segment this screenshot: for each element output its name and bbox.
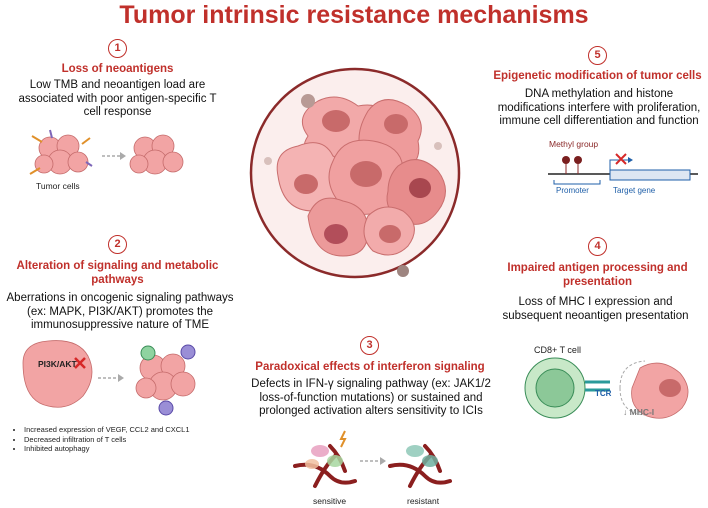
section-2-body: Aberrations in oncogenic signaling pathw…	[6, 292, 234, 331]
section-2-heading: Alteration of signaling and metabolic pa…	[16, 260, 219, 286]
section-4-body: Loss of MHC I expression and subsequent …	[502, 296, 689, 322]
section-2-bullets: Increased expression of VEGF, CCL2 and C…	[12, 425, 254, 454]
page-title: Tumor intrinsic resistance mechanisms	[119, 1, 589, 29]
section-4-heading: Impaired antigen processing and presenta…	[507, 262, 688, 288]
section-5-heading: Epigenetic modification of tumor cells	[493, 70, 702, 82]
section-4-label-cd8-t-cell: CD8+ T cell	[534, 345, 581, 355]
section-2-illustration	[22, 340, 196, 416]
bullet-item: Decreased infiltration of T cells	[24, 435, 254, 445]
section-2-label-pi3k-akt: PI3K/AKT	[38, 359, 77, 369]
section-5-body: DNA methylation and histone modification…	[497, 88, 701, 127]
section-3-heading: Paradoxical effects of interferon signal…	[255, 361, 485, 373]
section-1-body: Low TMB and neoantigen load are associat…	[18, 79, 217, 118]
section-4-illustration	[524, 357, 689, 419]
section-5-number: 5	[588, 46, 607, 65]
section-5-label-methyl-group: Methyl group	[549, 139, 599, 149]
section-4-label-tcr: TCR	[595, 389, 612, 398]
section-1-illustration	[29, 129, 184, 175]
section-3-body: Defects in IFN-γ signaling pathway (ex: …	[251, 378, 491, 417]
central-tumor-illustration	[249, 67, 461, 279]
section-3-illustration	[293, 430, 452, 488]
section-4-number: 4	[588, 237, 607, 256]
x-mark-icon	[74, 357, 86, 369]
section-2-number: 2	[108, 235, 127, 254]
section-5-label-target-gene: Target gene	[613, 186, 656, 195]
section-1-number: 1	[108, 39, 127, 58]
section-1-label-tumor-cells: Tumor cells	[36, 181, 80, 191]
section-4-label-mhc-i: ↓ MHC-I	[623, 407, 655, 417]
section-5-illustration	[548, 153, 698, 185]
section-5-label-promoter: Promoter	[556, 186, 589, 195]
section-3-label-sensitive: sensitive	[313, 496, 347, 506]
section-3-label-resistant: resistant	[407, 496, 440, 506]
section-3-number: 3	[360, 336, 379, 355]
bullet-item: Inhibited autophagy	[24, 444, 254, 454]
section-1-heading: Loss of neoantigens	[61, 63, 174, 75]
bullet-item: Increased expression of VEGF, CCL2 and C…	[24, 425, 254, 435]
